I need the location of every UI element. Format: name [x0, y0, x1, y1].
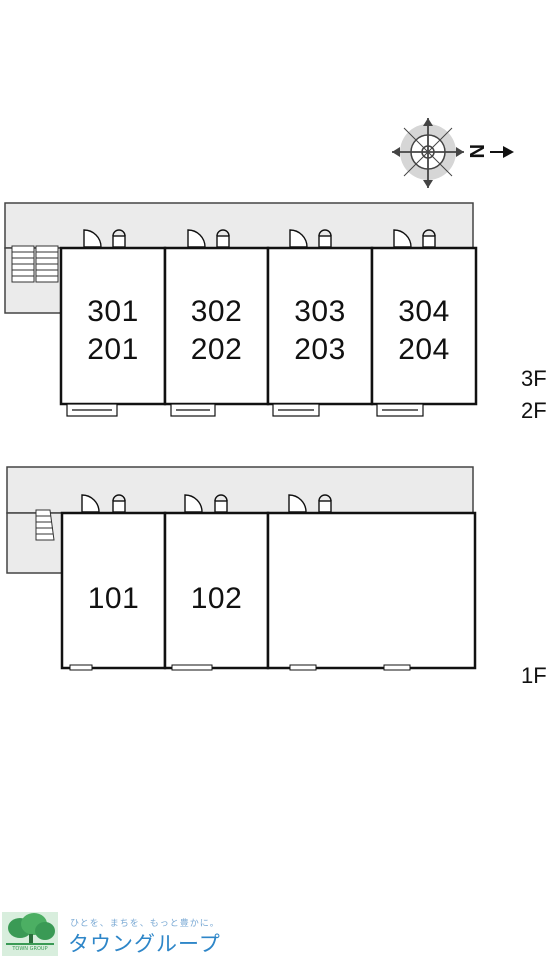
tree-logo-icon: [2, 912, 58, 956]
upper-stairs: [11, 245, 59, 283]
unit-102: [163, 511, 270, 670]
brand-tagline: ひとを、まちを、もっと豊かに。: [70, 919, 220, 929]
unit-label-101: 101: [62, 580, 165, 618]
unit-number-upper: 302: [190, 295, 243, 328]
unit-number-lower: 201: [87, 333, 139, 366]
balcony: [66, 403, 424, 417]
unit-302-202: [163, 246, 270, 406]
door-icon: [83, 229, 126, 248]
unit-number: 102: [190, 582, 243, 615]
unit-label-302-202: 302 202: [165, 293, 268, 369]
unit-number-lower: 203: [294, 333, 346, 366]
unit-label-303-203: 303 203: [268, 293, 372, 369]
floor-label-3f: 3F: [521, 366, 547, 391]
unit-number-upper: 304: [398, 295, 450, 328]
unit-number: 101: [87, 582, 140, 615]
unit-number-upper: 301: [87, 295, 139, 328]
north-label: N: [465, 144, 487, 158]
door-icon: [81, 494, 126, 513]
unit-label-301-201: 301 201: [61, 293, 165, 369]
unit-label-102: 102: [165, 580, 268, 618]
brand-name: タウングループ: [68, 932, 221, 956]
unit-103: [266, 511, 477, 670]
floor-label-1f: 1F: [521, 663, 547, 688]
door-icon: [289, 229, 332, 248]
door-icon: [393, 229, 436, 248]
window-marks: [69, 664, 411, 671]
unit-304-204: [370, 246, 478, 406]
door-icon: [288, 494, 332, 513]
door-icon: [187, 229, 230, 248]
floor-label-2f: 2F: [521, 398, 547, 423]
brand-logo-word: TOWN GROUP: [12, 946, 48, 952]
compass-icon: [392, 118, 514, 188]
unit-number-upper: 303: [294, 295, 346, 328]
unit-number-lower: 202: [190, 333, 243, 366]
unit-number-lower: 204: [398, 333, 450, 366]
door-icon: [184, 494, 228, 513]
unit-label-304-204: 304 204: [372, 293, 476, 369]
lower-stairs: [35, 509, 55, 541]
